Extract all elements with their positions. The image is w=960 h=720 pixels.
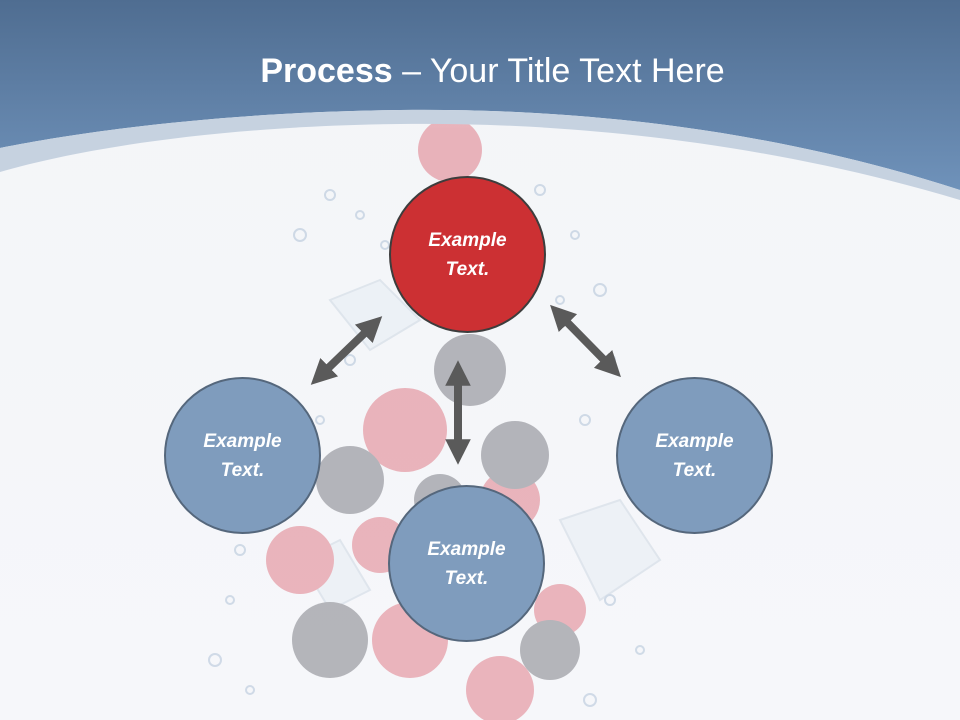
node-bottom-text: Example Text. [427, 538, 506, 589]
node-right-text: Example Text. [655, 430, 734, 481]
arrow-top-left [310, 316, 383, 385]
node-left[interactable]: Example Text. [164, 377, 321, 534]
title-dash: – [392, 52, 430, 90]
ice-cube-shape [298, 278, 662, 612]
node-bottom[interactable]: Example Text. [388, 485, 545, 642]
title-bold-text: Process [260, 52, 393, 90]
node-left-text: Example Text. [203, 430, 282, 481]
node-right[interactable]: Example Text. [616, 377, 773, 534]
slide-title: Process – Your Title Text Here [0, 52, 960, 91]
node-top[interactable]: Example Text. [389, 176, 546, 333]
title-rest-text: Your Title Text Here [429, 52, 725, 90]
header-band [0, 0, 960, 200]
node-top-text: Example Text. [428, 229, 507, 280]
arrow-top-right [550, 304, 621, 378]
